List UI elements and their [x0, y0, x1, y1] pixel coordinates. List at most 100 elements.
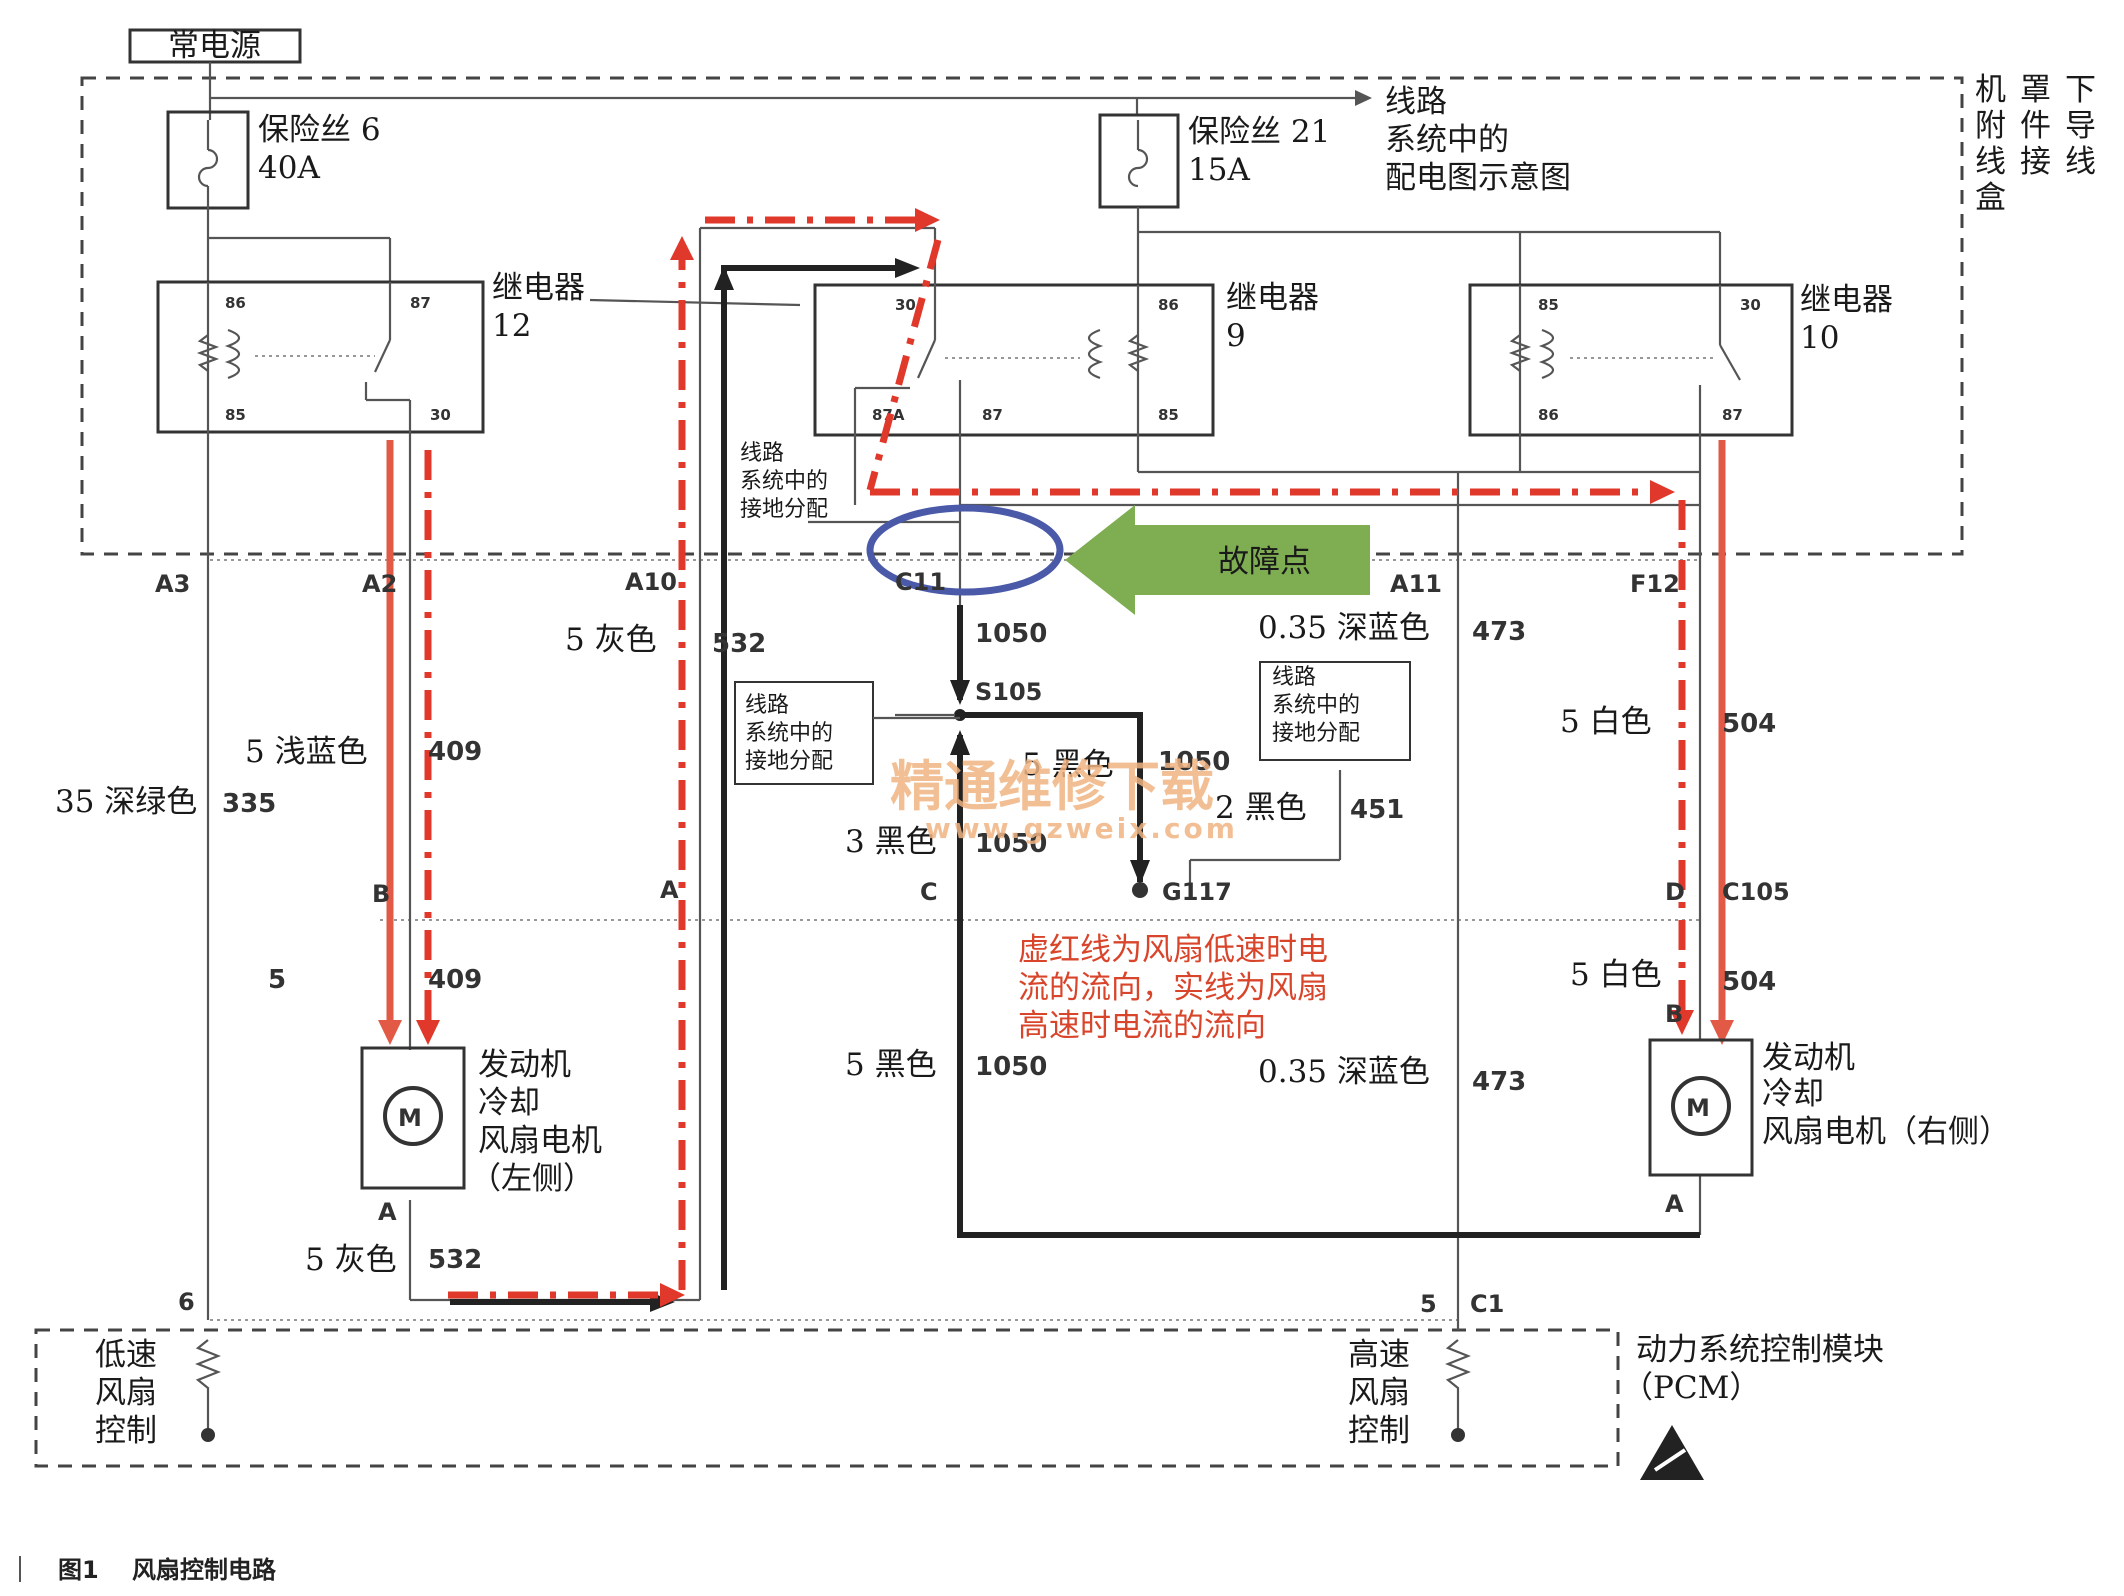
relay12-name: 继电器 — [492, 270, 585, 306]
pin-85: 85 — [1158, 406, 1179, 424]
pcm-box — [34, 1328, 1620, 1468]
arrow-up-icon — [670, 236, 694, 260]
pcm-high-line3: 控制 — [1348, 1413, 1410, 1449]
wire-spec: 5 浅蓝色 — [245, 734, 368, 770]
motor-left-m: M — [398, 1104, 422, 1132]
motor-right-line2: 冷却 — [1762, 1076, 1824, 1112]
relay12-num: 12 — [492, 308, 531, 344]
wire-number: 473 — [1472, 1067, 1526, 1097]
motor-left-pin-a: A — [378, 1198, 397, 1226]
underhood-label: 导 — [2065, 108, 2096, 144]
wire-number: 409 — [428, 737, 482, 767]
wire-spec: 35 深绿色 — [55, 784, 197, 820]
relay-9 — [813, 283, 1215, 437]
pcm-abbr: （PCM） — [1622, 1370, 1760, 1406]
wire-spec: 5 白色 — [1570, 957, 1662, 993]
connector-a: A — [660, 876, 679, 904]
esd-warning-mark — [1653, 1448, 1687, 1472]
wire-number: 1050 — [1158, 747, 1230, 777]
connector-f12: F12 — [1630, 570, 1680, 598]
pcm-name: 动力系统控制模块 — [1636, 1332, 1884, 1368]
motor-icon — [383, 1086, 443, 1146]
fuse6-rating: 40A — [258, 150, 320, 186]
wire-number: 1050 — [975, 619, 1047, 649]
relay-12 — [156, 280, 485, 434]
pcm-pin-5: 5 — [1420, 1290, 1437, 1318]
relay-10 — [1468, 283, 1794, 437]
connector-c105: C105 — [1722, 878, 1790, 906]
motor-left-line2: 冷却 — [478, 1085, 540, 1121]
power-source-label: 常电源 — [168, 28, 261, 64]
ground-note-2-line3: 接地分配 — [745, 749, 833, 774]
arrow-up-icon — [714, 266, 734, 290]
connector-b: B — [372, 880, 390, 908]
fault-arrow-icon — [1065, 505, 1370, 615]
resistor-icon — [1508, 334, 1532, 372]
connector-a10: A10 — [625, 568, 677, 596]
motor-left — [360, 1046, 466, 1190]
motor-left-line4: （左侧） — [470, 1161, 594, 1197]
wire-number: 1050 — [975, 1052, 1047, 1082]
underhood-label: 机 — [1975, 72, 2006, 108]
esd-warning-icon — [1640, 1425, 1704, 1480]
arrow-right-icon — [915, 208, 940, 232]
underhood-label: 下 — [2065, 72, 2096, 108]
ground-dot — [201, 1428, 215, 1442]
arrow-right-icon — [1650, 480, 1675, 504]
pcm-low-line3: 控制 — [95, 1413, 157, 1449]
ground-note-3-line1: 线路 — [1272, 665, 1316, 690]
resistor-icon — [1126, 334, 1150, 372]
wire-number: 532 — [712, 629, 766, 659]
wire-number: 504 — [1722, 967, 1776, 997]
legend-line2: 流的流向，实线为风扇 — [1018, 970, 1328, 1006]
caption-fig: 图1 — [58, 1556, 99, 1584]
motor-right-line1: 发动机 — [1762, 1040, 1855, 1076]
connector-a11: A11 — [1390, 570, 1442, 598]
pin-85: 85 — [225, 406, 246, 424]
legend-line3: 高速时电流的流向 — [1018, 1008, 1266, 1044]
arrow-up-icon — [950, 730, 970, 755]
ground-note-3-line2: 系统中的 — [1272, 693, 1360, 718]
wire-spec: 0.35 深蓝色 — [1258, 1054, 1430, 1090]
underhood-label: 件 — [2020, 108, 2051, 144]
resistor-icon — [195, 1339, 221, 1430]
pin-85: 85 — [1538, 296, 1559, 314]
relay10-name: 继电器 — [1800, 282, 1893, 318]
legend-line1: 虚红线为风扇低速时电 — [1018, 932, 1328, 968]
resistor-icon — [196, 334, 220, 372]
ground-note-2-line2: 系统中的 — [745, 721, 833, 746]
underhood-label: 盒 — [1975, 180, 2006, 216]
fault-label: 故障点 — [1218, 544, 1311, 580]
motor-right — [1648, 1038, 1754, 1177]
motor-right-line3: 风扇电机（右侧） — [1762, 1114, 2010, 1150]
coil-icon — [224, 328, 241, 380]
wire-spec: 5 黑色 — [1022, 747, 1114, 783]
ground-g117 — [1132, 882, 1148, 898]
wire-number: 335 — [222, 789, 276, 819]
wire-number: 504 — [1722, 709, 1776, 739]
wire-spec: 5 白色 — [1560, 704, 1652, 740]
underhood-label: 附 — [1975, 108, 2006, 144]
wire-spec: 0.35 深蓝色 — [1258, 610, 1430, 646]
wire-spec: 5 灰色 — [305, 1242, 397, 1278]
wire-number: 473 — [1472, 617, 1526, 647]
wire-number: 1050 — [975, 829, 1047, 859]
motor-right-m: M — [1686, 1094, 1710, 1122]
ground-dot — [1451, 1428, 1465, 1442]
underhood-label: 罩 — [2020, 72, 2051, 108]
high-speed-path — [721, 265, 895, 1290]
ground-note-3-line3: 接地分配 — [1272, 721, 1360, 746]
underhood-junction-box — [80, 76, 1964, 556]
relay-switch — [1719, 344, 1741, 381]
arrow-down-icon — [378, 1020, 402, 1045]
fuse-icon — [197, 148, 219, 188]
pin-87: 87 — [410, 294, 431, 312]
arrow-down-icon — [416, 1020, 440, 1045]
underhood-label: 接 — [2020, 144, 2051, 180]
relay9-num: 9 — [1226, 318, 1246, 354]
pin-87: 87 — [982, 406, 1003, 424]
pin-87: 87 — [1722, 406, 1743, 424]
fault-circle — [866, 504, 1064, 596]
wire — [589, 298, 801, 307]
underhood-label: 线 — [1975, 144, 2006, 180]
